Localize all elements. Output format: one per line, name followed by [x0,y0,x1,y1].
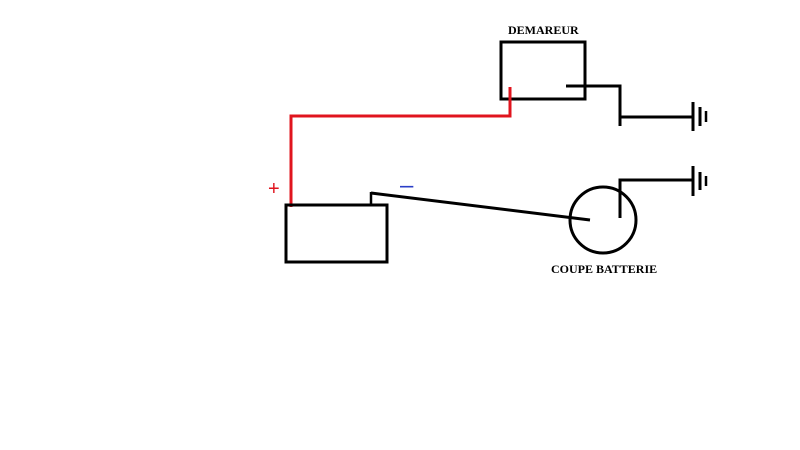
positive-wire [289,87,512,207]
starter-box [499,40,587,101]
ground-symbol-starter [691,102,708,131]
negative-wire [370,191,591,222]
battery-switch-circle [568,185,638,255]
battery-box [284,203,389,264]
starter-ground-wire [566,84,693,119]
positive-sign: + [268,178,280,200]
switch-ground-wire [618,178,693,218]
ground-symbol-switch [691,166,708,196]
negative-sign: – [400,172,414,199]
battery-switch-label: COUPE BATTERIE [551,262,657,276]
starter-label: DEMAREUR [508,23,579,37]
